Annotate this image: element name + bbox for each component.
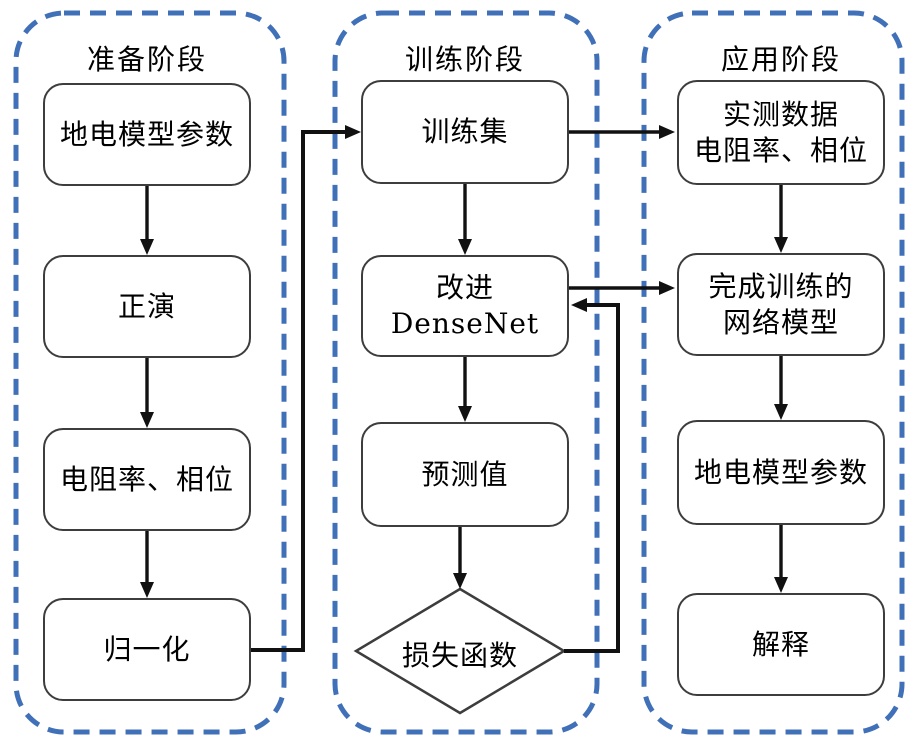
node-label: 预测值 <box>421 457 509 491</box>
node-label-line1: 实测数据 <box>722 97 839 131</box>
node-predicted-value: 预测值 <box>361 422 569 527</box>
stage-title-train: 训练阶段 <box>404 43 525 76</box>
node-label: 地电模型参数 <box>693 455 868 489</box>
node-improved-densenet: 改进 DenseNet <box>361 255 569 357</box>
node-label: 正演 <box>117 289 176 323</box>
node-label: 训练集 <box>421 115 509 148</box>
node-trained-network-model: 完成训练的 网络模型 <box>677 253 885 356</box>
node-measured-data: 实测数据 电阻率、相位 <box>677 80 885 185</box>
node-resistivity-phase: 电阻率、相位 <box>43 428 251 531</box>
stage-title-prep: 准备阶段 <box>86 43 207 76</box>
node-geoelectric-model-params: 地电模型参数 <box>43 83 251 186</box>
node-label: 电阻率、相位 <box>59 462 234 496</box>
node-normalization: 归一化 <box>43 598 251 701</box>
node-label-line1: 改进 <box>435 271 494 304</box>
node-label-line1: 完成训练的 <box>708 269 854 303</box>
node-label-line2: 电阻率、相位 <box>693 133 868 167</box>
node-geoelectric-model-params-out: 地电模型参数 <box>677 420 885 525</box>
node-label-line2: DenseNet <box>390 307 540 340</box>
node-label-line2: 网络模型 <box>722 305 839 339</box>
node-label: 归一化 <box>103 632 191 666</box>
arrow-loss-feedback-to-densenet <box>564 298 620 653</box>
node-label: 解释 <box>751 627 810 661</box>
node-interpretation: 解释 <box>677 593 885 696</box>
node-label: 地电模型参数 <box>59 117 234 151</box>
node-loss-function-label: 损失函数 <box>401 639 518 672</box>
stage-title-apply: 应用阶段 <box>720 43 841 76</box>
arrow-normalize-to-trainset <box>251 125 361 652</box>
node-training-set: 训练集 <box>361 80 569 184</box>
node-forward-modeling: 正演 <box>43 255 251 358</box>
